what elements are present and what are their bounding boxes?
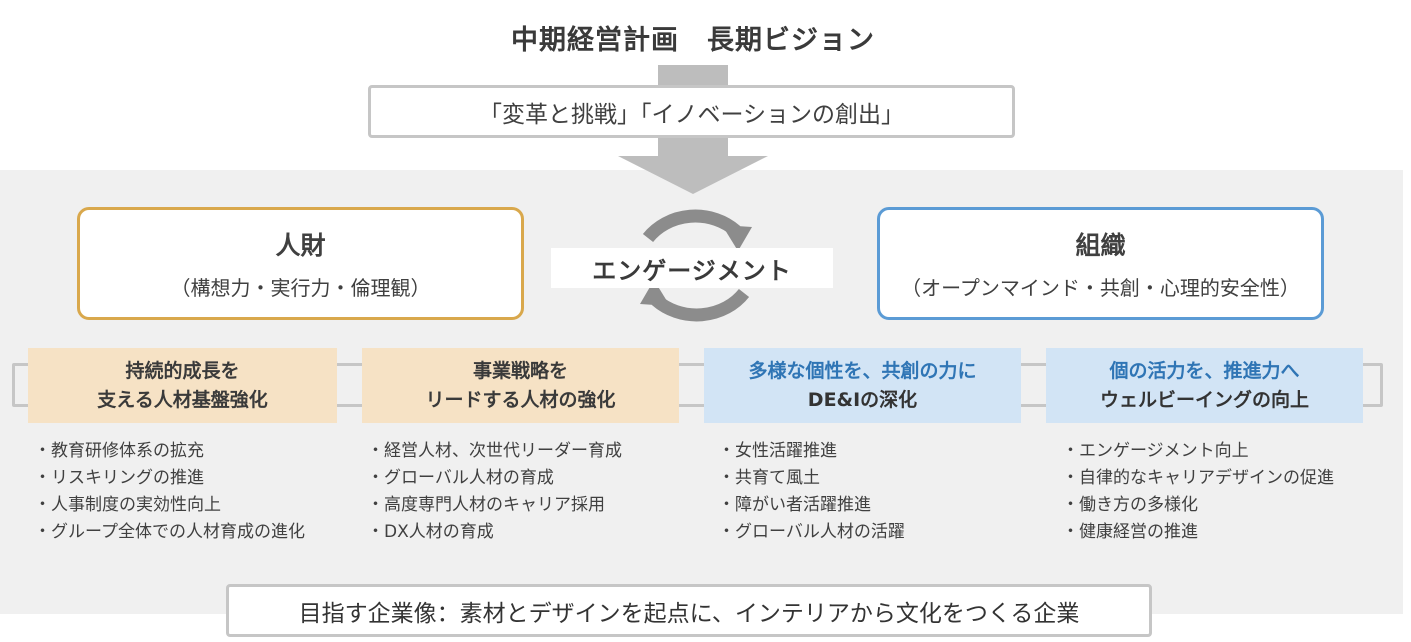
theme-4-line2: ウェルビーイングの向上: [1099, 388, 1309, 411]
list-item: ・障がい者活躍推進: [718, 495, 871, 515]
page-title: 中期経営計画 長期ビジョン: [511, 25, 875, 56]
list-item: ・高度専門人材のキャリア採用: [367, 495, 605, 515]
list-item: ・働き方の多様化: [1062, 495, 1198, 515]
list-item: ・リスキリングの推進: [34, 468, 204, 488]
theme-4-bullets: ・エンゲージメント向上 ・自律的なキャリアデザインの促進 ・働き方の多様化 ・健…: [1062, 438, 1334, 546]
cycle-arrows-icon: [640, 209, 752, 322]
theme-4-line1: 個の活力を、推進力へ: [1109, 359, 1300, 382]
theme-3-bullets: ・女性活躍推進 ・共育て風土 ・障がい者活躍推進 ・グローバル人材の活躍: [718, 438, 905, 546]
pillar-talent-subtitle: （構想力・実行力・倫理観）: [170, 276, 431, 300]
pillar-organization-title: 組織: [1075, 231, 1126, 260]
slogan-box: 「変革と挑戦」「イノベーションの創出」: [368, 85, 1015, 138]
list-item: ・グローバル人材の活躍: [718, 522, 905, 542]
pillar-organization-subtitle: （オープンマインド・共創・心理的安全性）: [901, 276, 1300, 300]
list-item: ・人事制度の実効性向上: [34, 495, 221, 515]
theme-2-bullets: ・経営人材、次世代リーダー育成 ・グローバル人材の育成 ・高度専門人材のキャリア…: [367, 438, 622, 546]
list-item: ・健康経営の推進: [1062, 522, 1198, 542]
theme-box-4: 個の活力を、推進力へ ウェルビーイングの向上: [1046, 348, 1363, 423]
list-item: ・女性活躍推進: [718, 441, 837, 461]
pillar-talent: 人財 （構想力・実行力・倫理観）: [77, 207, 524, 320]
theme-box-1: 持続的成長を 支える人材基盤強化: [28, 348, 337, 423]
theme-connector-line: [12, 363, 1383, 407]
theme-box-3: 多様な個性を、共創の力に DE&Iの深化: [704, 348, 1021, 423]
theme-3-line1: 多様な個性を、共創の力に: [748, 359, 977, 382]
down-arrow-top: [658, 65, 728, 87]
theme-2-line2: リードする人材の強化: [425, 388, 616, 411]
pillar-talent-title: 人財: [275, 231, 326, 260]
engagement-label: エンゲージメント: [551, 248, 833, 288]
list-item: ・エンゲージメント向上: [1062, 441, 1249, 461]
list-item: ・教育研修体系の拡充: [34, 441, 204, 461]
theme-1-bullets: ・教育研修体系の拡充 ・リスキリングの推進 ・人事制度の実効性向上 ・グループ全…: [34, 438, 305, 546]
list-item: ・共育て風土: [718, 468, 820, 488]
list-item: ・グローバル人材の育成: [367, 468, 554, 488]
theme-3-line2: DE&Iの深化: [807, 388, 918, 411]
list-item: ・経営人材、次世代リーダー育成: [367, 441, 622, 461]
list-item: ・グループ全体での人材育成の進化: [34, 522, 305, 542]
pillar-organization: 組織 （オープンマインド・共創・心理的安全性）: [877, 207, 1324, 320]
theme-2-line1: 事業戦略を: [472, 359, 568, 382]
theme-1-line1: 持続的成長を: [125, 359, 240, 382]
list-item: ・自律的なキャリアデザインの促進: [1062, 468, 1334, 488]
list-item: ・DX人材の育成: [367, 522, 494, 542]
goal-statement-box: 目指す企業像：素材とデザインを起点に、インテリアから文化をつくる企業: [226, 584, 1152, 637]
theme-1-line2: 支える人材基盤強化: [97, 388, 268, 411]
theme-box-2: 事業戦略を リードする人材の強化: [362, 348, 679, 423]
